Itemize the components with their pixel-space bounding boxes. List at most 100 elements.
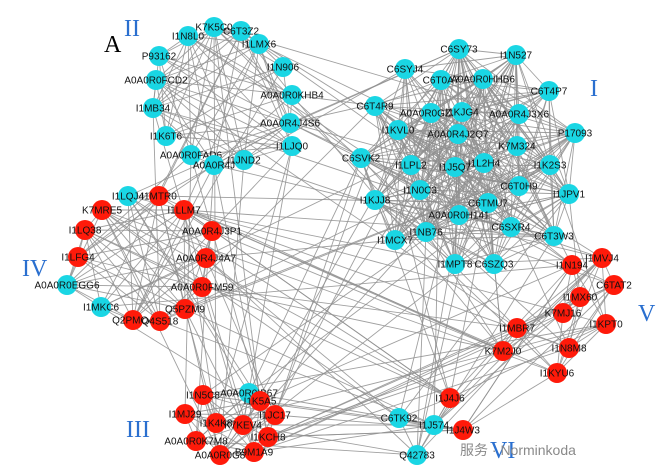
node-label: Q42783 [399,451,435,462]
network-edge [158,195,221,456]
node-label: I1MB34 [136,104,171,115]
node-circle [388,120,408,140]
node-label: C6SZQ3 [475,260,514,271]
network-edge [258,43,291,124]
network-edge [211,230,504,352]
node-circle [416,222,436,242]
network-edge [213,26,570,349]
network-edge [483,162,555,237]
node-circle [234,150,254,170]
node-circle [351,148,371,168]
network-edge [360,157,456,265]
node-i1n527: I1N527 [500,45,533,65]
node-circle [175,299,195,319]
node-k7m2j0: K7M2J0 [485,341,522,361]
network-edge [419,189,570,195]
node-i1k2s3: I1K2S3 [534,155,567,175]
node-i1n5c8: I1N5C8 [186,385,220,405]
node-circle [68,247,88,267]
node-label: A0A0R0EGG6 [34,281,99,292]
node-label: I1J5Q7 [439,163,472,174]
network-edge [201,286,518,329]
node-circle [175,404,195,424]
node-circle [565,123,585,143]
network-edge [132,66,284,321]
network-edge [516,257,603,329]
node-label: I1MCX7 [377,236,414,247]
network-edge [458,48,463,113]
node-label: I1L2H4 [468,159,501,170]
node-k7k5c0: K7K5C0 [195,17,233,37]
node-a0a0r4j4a7: A0A0R4J4A7 [176,248,236,268]
network-edge [187,35,260,45]
node-circle [118,186,138,206]
node-label: A0A0R4J2Q7 [427,130,489,141]
node-a0a0r0hhb6: A0A0R0HHB6 [451,69,515,89]
node-label: I1KVL0 [382,126,415,137]
network-edge [84,229,186,310]
node-i1jpv1: I1JPV1 [553,184,586,204]
node-i1kch8: I1KCH8 [250,427,286,447]
node-label: I1K4K8 [200,419,233,430]
node-circle [150,311,170,331]
network-edge [101,209,400,419]
network-edge [289,122,573,266]
node-label: I1LQ38 [69,226,102,237]
node-i1k5a5: I1K5A5 [244,391,277,411]
network-edge [458,214,495,265]
node-circle [123,310,143,330]
network-edge [77,195,160,258]
node-label: I1LQJ4 [112,192,145,203]
node-label: I1J4J6 [435,394,465,405]
node-circle [449,205,469,225]
node-circle [174,200,194,220]
node-i1n906: I1N906 [267,57,300,77]
cluster-label-vi: VI [490,438,515,464]
node-label: I1N527 [500,51,533,62]
node-circle [592,248,612,268]
network-edge [183,43,260,211]
node-circle [149,46,169,66]
node-label: I1MTR0 [141,192,177,203]
node-label: A0A0R4J4S6 [260,119,320,130]
node-k7mj16: K7MJ16 [545,303,582,323]
node-i1j4w3: I1J4W3 [446,420,480,440]
node-circle [559,338,579,358]
node-i1kyu6: I1KYU6 [540,363,575,383]
network-edge [152,107,215,166]
node-k7m324: K7M324 [498,136,536,156]
node-a0a0r4j4s6: A0A0R4J4S6 [260,113,320,133]
node-label: K7MRE5 [82,206,122,217]
node-label: I1K5A5 [244,397,277,408]
node-label: A0A0R0FCD2 [124,76,188,87]
network-edge [205,257,276,416]
node-circle [233,415,253,435]
node-a0a0r4j2q7: A0A0R4J2Q7 [427,124,489,144]
network-edge [243,43,260,161]
node-k7kev4: K7KEV4 [224,415,262,435]
node-label: A0A0R4J4A7 [176,254,236,265]
node-circle [445,157,465,177]
network-edge [77,164,215,258]
node-circle [206,413,226,433]
node-label: I1J4W3 [446,426,480,437]
network-edge [568,132,576,195]
network-edge [493,132,576,265]
network-edge [454,113,520,168]
node-a0a0r0fcd2: A0A0R0FCD2 [124,70,188,90]
cluster-label-iii: III [126,417,150,443]
node-circle [250,391,270,411]
node-label: Q2PMO4 [112,316,154,327]
node-i1kjj8: I1KJJ8 [360,190,391,210]
node-q2pmo4: Q2PMO4 [112,310,154,330]
node-label: A0A0R0H141 [428,211,490,222]
network-edge [425,231,504,352]
network-edge [66,284,186,310]
node-label: I1KJG4 [445,108,479,119]
network-edge [195,440,418,456]
network-edge [454,164,551,265]
node-circle [273,57,293,77]
cluster-label-i: I [590,76,598,102]
network-edge [397,129,576,134]
node-label: I1KYU6 [540,369,575,380]
